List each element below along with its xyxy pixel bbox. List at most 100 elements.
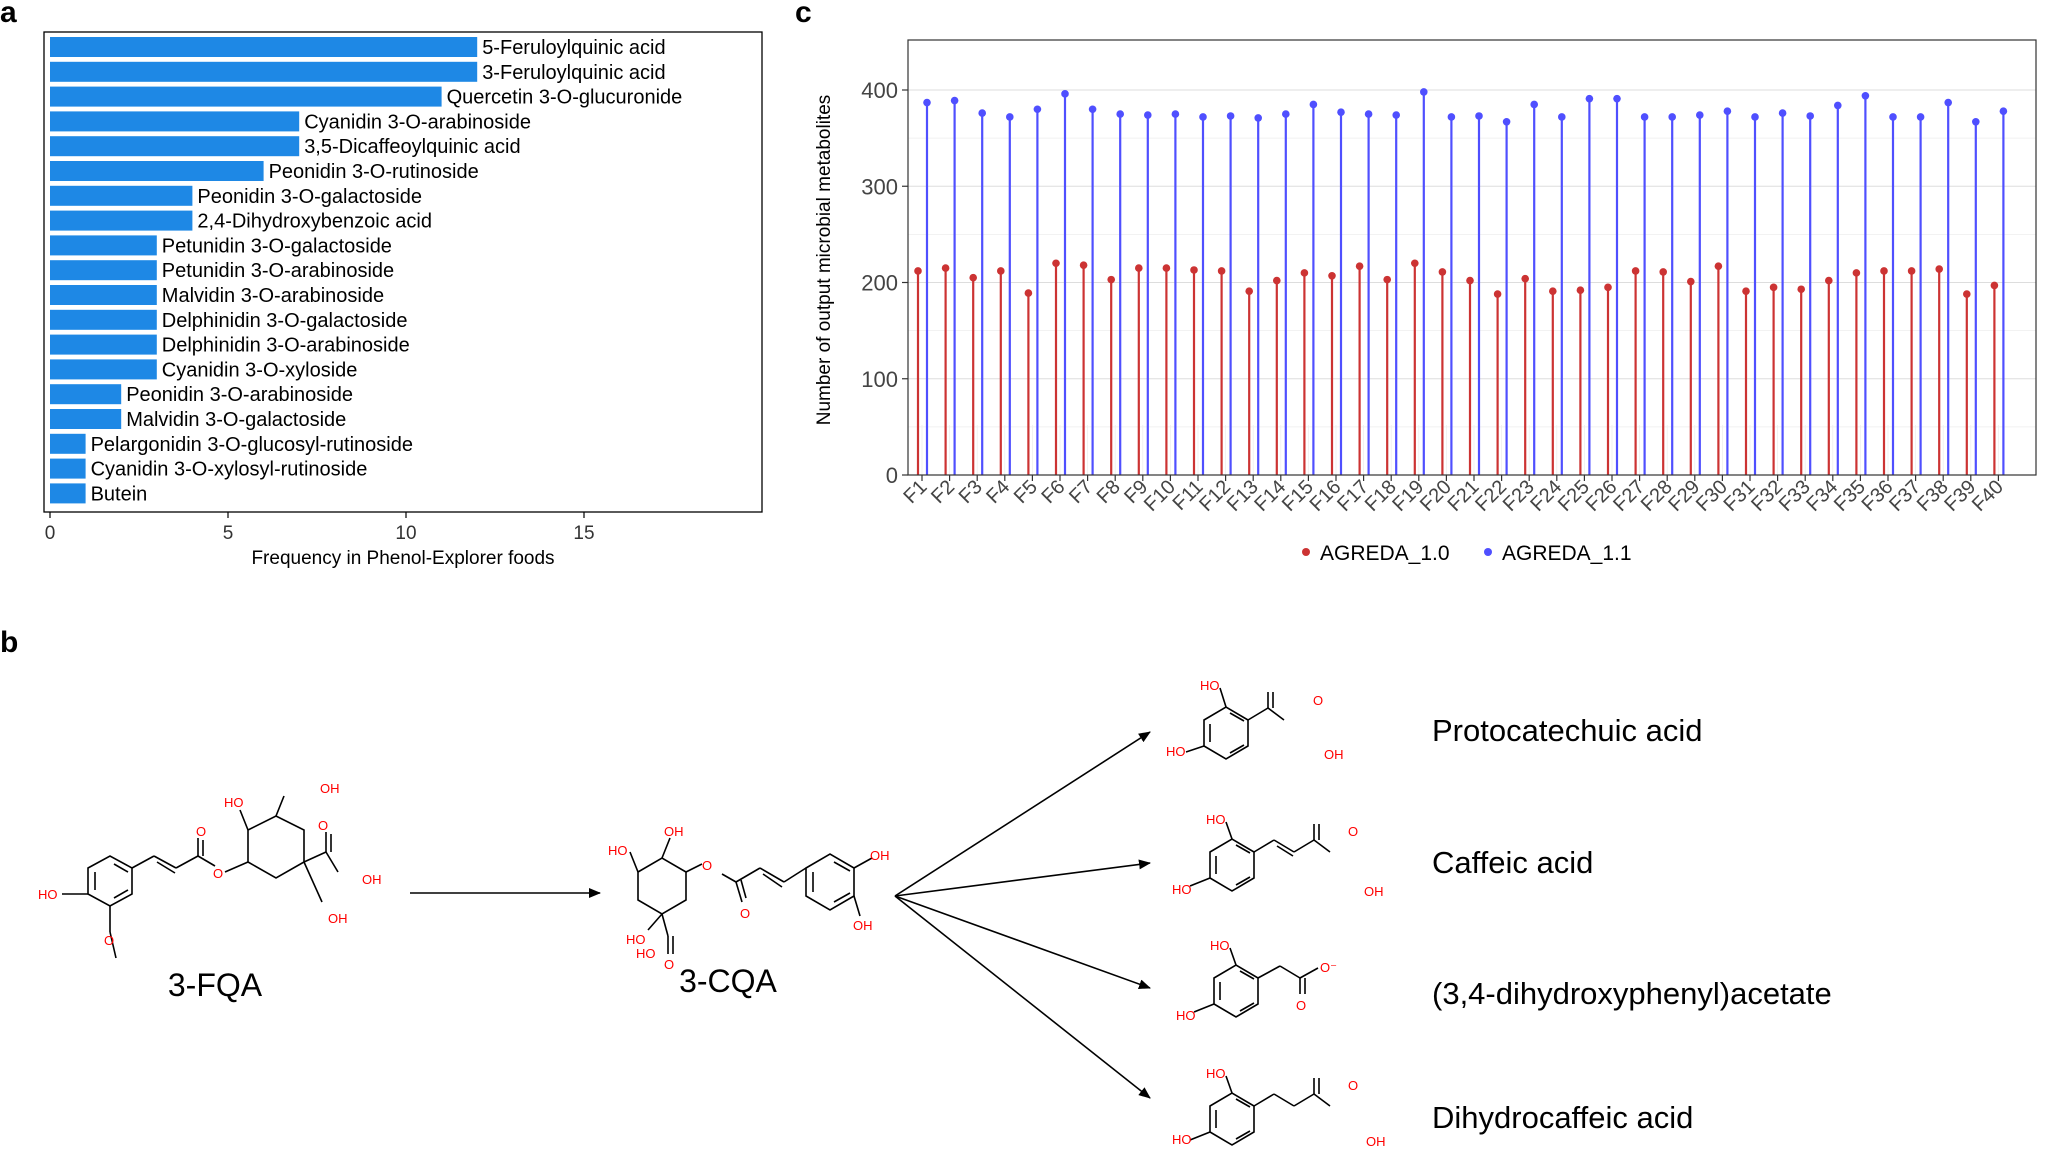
atom-ho: HO xyxy=(38,887,58,902)
lollipop-point-agreda-1-0 xyxy=(1024,289,1033,297)
atom-ho: HO xyxy=(1176,1008,1196,1023)
lollipop-point-agreda-1-1 xyxy=(1696,111,1704,119)
lollipop-point-agreda-1-0 xyxy=(1549,287,1557,295)
bar-label: Quercetin 3-O-glucuronide xyxy=(447,87,683,109)
lollipop-point-agreda-1-0 xyxy=(1107,275,1115,284)
arrow-to-protocatechuic xyxy=(894,731,1151,897)
lollipop-point-agreda-1-1 xyxy=(1668,113,1676,121)
lollipop-point-agreda-1-1 xyxy=(1171,110,1180,118)
panel-c-y-axis-label: Number of output microbial metabolites xyxy=(814,95,835,426)
bar xyxy=(50,384,122,405)
panel-a-x-axis-label: Frequency in Phenol-Explorer foods xyxy=(251,548,554,569)
y-tick-label: 300 xyxy=(861,174,898,199)
lollipop-point-agreda-1-1 xyxy=(1309,100,1318,109)
atom-o-minus: O⁻ xyxy=(1320,960,1337,975)
atom-o: O xyxy=(196,824,206,839)
bar xyxy=(50,285,157,305)
lollipop-point-agreda-1-0 xyxy=(1769,283,1778,292)
atom-ho: HO xyxy=(608,843,628,858)
lollipop-point-agreda-1-0 xyxy=(1411,259,1419,268)
atom-o: O xyxy=(740,906,750,921)
lollipop-point-agreda-1-1 xyxy=(1530,100,1538,109)
atom-ho: HO xyxy=(636,946,656,961)
lollipop-point-agreda-1-0 xyxy=(1052,259,1060,268)
atom-ho: HO xyxy=(1206,812,1226,827)
atom-o: O xyxy=(1313,693,1323,708)
atom-o: O xyxy=(1348,1078,1358,1093)
atom-ho: HO xyxy=(224,795,244,810)
atom-oh: OH xyxy=(320,781,340,796)
lollipop-point-agreda-1-0 xyxy=(1797,285,1805,294)
lollipop-point-agreda-1-1 xyxy=(1116,110,1124,118)
legend-marker-agreda-1-0 xyxy=(1302,548,1310,556)
lollipop-point-agreda-1-0 xyxy=(1493,290,1502,298)
atom-oh: OH xyxy=(328,911,348,926)
lollipop-point-agreda-1-1 xyxy=(978,109,986,117)
lollipop-point-agreda-1-0 xyxy=(1521,274,1529,283)
atom-o: O xyxy=(318,818,328,833)
lollipop-point-agreda-1-0 xyxy=(1990,281,1999,290)
y-tick-label: 200 xyxy=(861,271,898,296)
y-tick-label: 0 xyxy=(886,463,898,488)
atom-ho: HO xyxy=(626,932,646,947)
lollipop-point-agreda-1-1 xyxy=(1364,110,1373,118)
lollipop-point-agreda-1-1 xyxy=(1723,107,1732,115)
panel-c-legend: AGREDA_1.0 AGREDA_1.1 xyxy=(1302,542,1632,565)
bar-label: Cyanidin 3-O-xyloside xyxy=(162,359,358,381)
bar-label: Peonidin 3-O-galactoside xyxy=(197,186,422,208)
lollipop-point-agreda-1-1 xyxy=(1061,90,1069,98)
lollipop-point-agreda-1-1 xyxy=(1944,98,1952,107)
bar-label: Butein xyxy=(91,483,148,505)
lollipop-point-agreda-1-0 xyxy=(1576,286,1585,295)
bar-label: 5-Feruloylquinic acid xyxy=(482,37,665,59)
lollipop-point-agreda-1-1 xyxy=(1033,105,1042,114)
lollipop-point-agreda-1-0 xyxy=(1714,262,1723,270)
lollipop-point-agreda-1-0 xyxy=(1935,265,1943,273)
bar xyxy=(50,483,86,504)
lollipop-point-agreda-1-0 xyxy=(969,273,977,282)
lollipop-point-agreda-1-1 xyxy=(1088,105,1097,114)
bar-label: Petunidin 3-O-arabinoside xyxy=(162,260,394,282)
lollipop-point-agreda-1-0 xyxy=(1135,264,1143,272)
bar xyxy=(50,161,264,181)
x-tick-label: 0 xyxy=(45,523,56,544)
lollipop-point-agreda-1-1 xyxy=(1834,101,1842,110)
y-tick-label: 100 xyxy=(861,367,898,392)
lollipop-point-agreda-1-0 xyxy=(1162,264,1171,272)
lollipop-point-agreda-1-0 xyxy=(1245,287,1253,295)
x-tick-label: F40 xyxy=(1968,476,2008,516)
structure-dihydroxyphenylacetate: HO HO O O⁻ xyxy=(1176,938,1337,1023)
lollipop-point-agreda-1-1 xyxy=(1254,114,1262,122)
lollipop-point-agreda-1-1 xyxy=(1282,110,1290,118)
lollipop-point-agreda-1-0 xyxy=(997,267,1005,275)
bar xyxy=(50,359,157,380)
lollipop-point-agreda-1-1 xyxy=(1751,113,1759,121)
lollipop-point-agreda-1-0 xyxy=(941,264,950,272)
product-name-3: (3,4-dihydroxyphenyl)acetate xyxy=(1432,976,1832,1011)
product-name-4: Dihydrocaffeic acid xyxy=(1432,1100,1693,1135)
bar-label: Malvidin 3-O-galactoside xyxy=(126,409,346,431)
lollipop-point-agreda-1-1 xyxy=(923,98,931,107)
lollipop-point-agreda-1-1 xyxy=(1861,91,1870,100)
lollipop-point-agreda-1-0 xyxy=(1687,277,1695,286)
arrow-to-caffeic xyxy=(894,859,1151,897)
panel-letter-a: a xyxy=(0,0,17,29)
lollipop-point-agreda-1-0 xyxy=(1742,287,1750,295)
lollipop-point-agreda-1-1 xyxy=(1999,107,2008,115)
lollipop-point-agreda-1-1 xyxy=(1447,113,1456,121)
lollipop-point-agreda-1-0 xyxy=(1438,268,1447,276)
lollipop-point-agreda-1-0 xyxy=(1300,269,1309,277)
atom-o: O xyxy=(702,858,712,873)
structure-dihydrocaffeic-acid: HO HO O OH xyxy=(1172,1066,1386,1149)
atom-oh: OH xyxy=(1366,1134,1386,1149)
atom-ho: HO xyxy=(1172,882,1192,897)
bar xyxy=(50,409,122,429)
lollipop-point-agreda-1-1 xyxy=(1916,113,1925,121)
bar xyxy=(50,61,478,82)
atom-o: O xyxy=(1348,824,1358,839)
product-name-2: Caffeic acid xyxy=(1432,845,1593,880)
